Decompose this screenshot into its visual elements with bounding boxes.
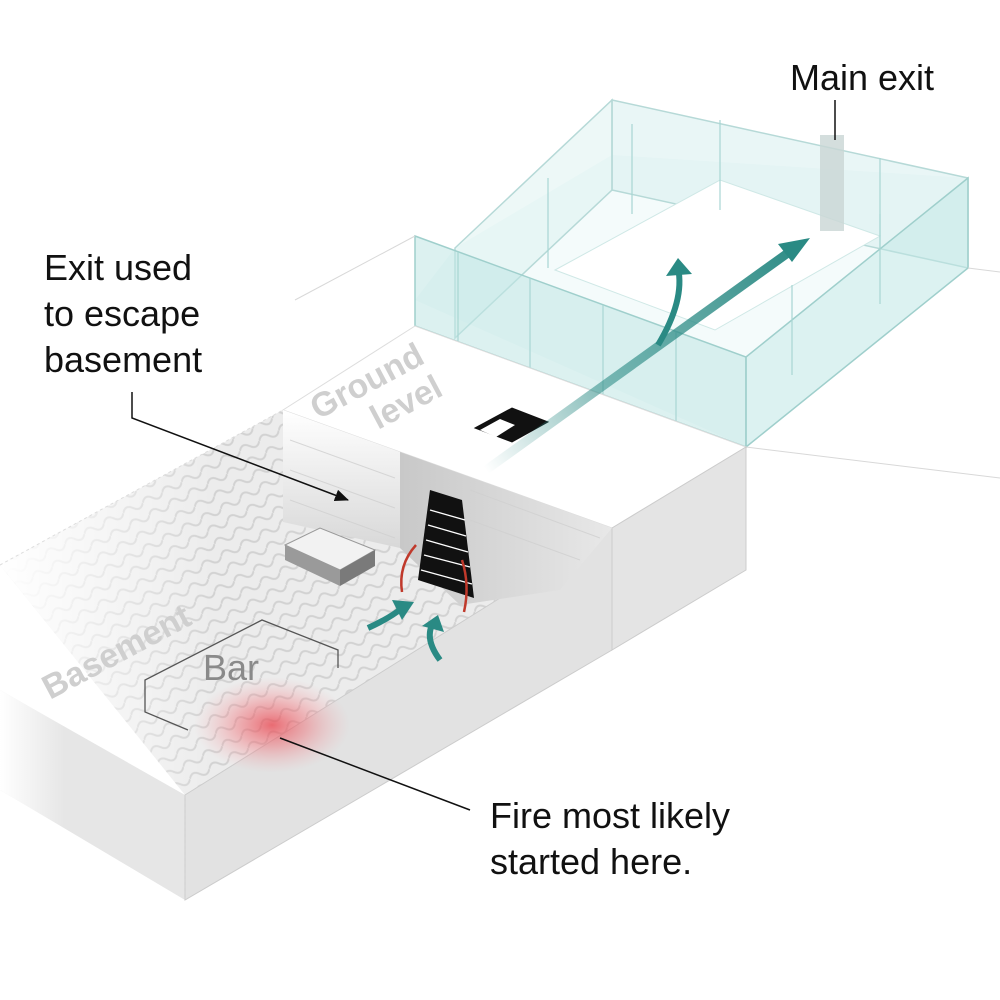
ground-level-right-face xyxy=(611,446,747,651)
exit-used-label-line3: basement xyxy=(44,339,202,380)
fire-label-line2: started here. xyxy=(490,841,692,882)
ground-level-block xyxy=(281,325,748,651)
exit-used-leader xyxy=(131,392,349,501)
main-exit-arrow xyxy=(483,246,795,474)
main-exit-label: Main exit xyxy=(790,57,934,98)
escape-stairs xyxy=(400,490,474,613)
stair-rail-left xyxy=(400,544,417,593)
main-exit-door xyxy=(820,135,844,231)
fire-label-line1: Fire most likely xyxy=(490,795,730,836)
exit-used-label-line1: Exit used xyxy=(44,247,192,288)
escape-arrows xyxy=(366,238,810,662)
glass-structure xyxy=(294,98,1000,479)
bar-outline xyxy=(144,619,339,731)
bar-area: Bar xyxy=(144,527,377,731)
fire-leader xyxy=(279,737,471,811)
exit-used-label-line2: to escape xyxy=(44,293,200,334)
stair-rail-right xyxy=(460,559,468,613)
fire-origin-glow xyxy=(194,677,350,773)
main-exit-arrowhead xyxy=(778,238,810,262)
cutaway-wall-left xyxy=(283,410,400,548)
callouts xyxy=(131,100,836,811)
